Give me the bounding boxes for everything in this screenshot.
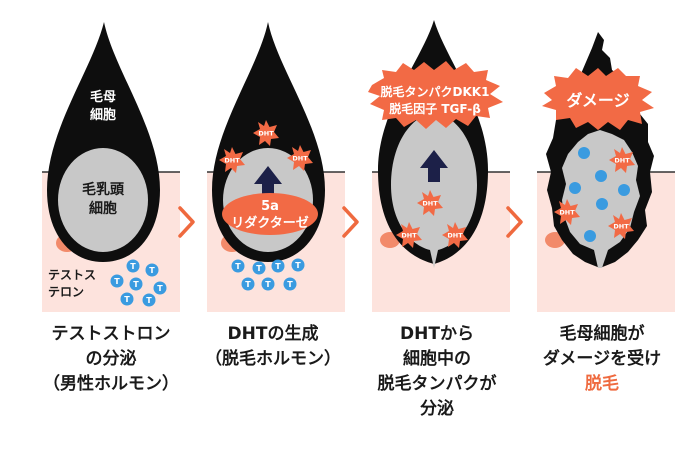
dht-star: DHT — [219, 147, 245, 173]
enzyme-badge — [222, 193, 318, 235]
damaged-cells-4 — [569, 147, 630, 242]
enzyme-label-a: 5a — [261, 199, 279, 214]
svg-text:DHT: DHT — [224, 157, 240, 165]
testosterone-dot: T — [120, 292, 134, 306]
testosterone-dot: T — [126, 259, 140, 273]
cell-dot — [578, 147, 590, 159]
svg-text:DHT: DHT — [292, 155, 308, 163]
svg-text:T: T — [130, 262, 136, 271]
cell-dot — [618, 184, 630, 196]
up-arrow-3 — [420, 150, 448, 182]
svg-text:T: T — [256, 264, 262, 273]
hair-matrix-label-1b: 細胞 — [90, 107, 116, 123]
svg-text:DHT: DHT — [614, 157, 630, 165]
testosterone-dot: T — [142, 293, 156, 307]
caption-4-line-1: 毛母細胞が — [559, 324, 645, 344]
caption-1-line-1: テストストロン — [51, 324, 171, 344]
separator-chevron-1 — [178, 206, 195, 238]
hair-matrix-label-1a: 毛母 — [90, 89, 116, 105]
svg-text:T: T — [157, 284, 163, 293]
burst-label-3a: 脱毛タンパクDKK1 — [381, 84, 490, 99]
burst-label-4: ダメージ — [566, 91, 629, 110]
svg-text:T: T — [149, 266, 155, 275]
svg-text:DHT: DHT — [401, 232, 417, 240]
dht-stars-4: DHT DHT DHT — [554, 147, 635, 239]
caption-1-line-2: の分泌 — [85, 349, 137, 369]
dermal-papilla-1 — [58, 148, 148, 252]
cell-dot — [584, 230, 596, 242]
svg-text:T: T — [124, 295, 130, 304]
caption-2-line-1: DHTの生成 — [227, 324, 319, 344]
svg-text:DHT: DHT — [559, 209, 575, 217]
caption-panel-1: テストストロン の分泌 （男性ホルモン） — [31, 322, 191, 397]
cell-dot — [569, 182, 581, 194]
up-arrow-2 — [254, 166, 282, 198]
testosterone-dot: T — [110, 274, 124, 288]
testosterone-label-a: テストス — [48, 268, 96, 282]
caption-panel-4: 毛母細胞が ダメージを受け 脱毛 — [522, 322, 682, 397]
svg-text:T: T — [245, 280, 251, 289]
testosterone-dot: T — [153, 281, 167, 295]
svg-text:DHT: DHT — [447, 232, 463, 240]
protein-burst: 脱毛タンパクDKK1 脱毛因子 TGF-β — [368, 61, 503, 129]
testosterone-dot: T — [271, 259, 285, 273]
caption-2-line-2: （脱毛ホルモン） — [205, 349, 341, 369]
papilla-label-1b: 細胞 — [89, 200, 117, 217]
separator-chevron-2 — [342, 206, 359, 238]
caption-4-line-2: ダメージを受け — [542, 349, 662, 369]
svg-text:T: T — [295, 261, 301, 270]
svg-text:T: T — [133, 280, 139, 289]
burst-label-3b: 脱毛因子 TGF-β — [389, 101, 481, 116]
dht-star: DHT — [554, 199, 580, 225]
dht-star: DHT — [608, 213, 634, 239]
dht-star: DHT — [442, 222, 468, 248]
caption-3-line-2: 細胞中の — [403, 349, 471, 369]
dht-star: DHT — [287, 145, 313, 171]
caption-3-line-1: DHTから — [400, 324, 474, 344]
testosterone-dot: T — [231, 259, 245, 273]
caption-4-highlight: 脱毛 — [585, 374, 619, 394]
dht-star: DHT — [253, 120, 279, 146]
caption-3-line-4: 分泌 — [420, 399, 454, 419]
testosterone-dots-1: T T T T T T T — [110, 259, 167, 307]
svg-text:T: T — [265, 280, 271, 289]
testosterone-dot: T — [261, 277, 275, 291]
caption-3-line-3: 脱毛タンパクが — [377, 374, 497, 394]
papilla-label-1a: 毛乳頭 — [82, 181, 125, 198]
svg-text:DHT: DHT — [258, 130, 274, 138]
testosterone-dots-2: T T T T T T T — [231, 258, 305, 291]
burst-shape-3 — [368, 61, 503, 129]
cell-dot — [595, 170, 607, 182]
testosterone-dot: T — [145, 263, 159, 277]
testosterone-dot: T — [129, 277, 143, 291]
svg-text:DHT: DHT — [422, 200, 438, 208]
cell-dot — [596, 198, 608, 210]
caption-panel-3: DHTから 細胞中の 脱毛タンパクが 分泌 — [357, 322, 517, 422]
testosterone-dot: T — [252, 261, 266, 275]
svg-text:DHT: DHT — [613, 223, 629, 231]
svg-text:T: T — [275, 262, 281, 271]
testosterone-label-b: テロン — [48, 285, 84, 299]
enzyme-label-b: リダクターゼ — [231, 215, 308, 231]
testosterone-dot: T — [291, 258, 305, 272]
svg-text:T: T — [235, 262, 241, 271]
svg-text:T: T — [287, 280, 293, 289]
dht-star: DHT — [417, 190, 443, 216]
dht-star: DHT — [396, 222, 422, 248]
caption-1-line-3: （男性ホルモン） — [43, 374, 179, 394]
testosterone-dot: T — [241, 277, 255, 291]
caption-panel-2: DHTの生成 （脱毛ホルモン） — [193, 322, 353, 372]
svg-text:T: T — [114, 277, 120, 286]
dht-stars-3: DHT DHT DHT — [396, 190, 468, 248]
svg-text:T: T — [146, 296, 152, 305]
testosterone-dot: T — [283, 277, 297, 291]
dht-stars-2: DHT DHT DHT — [219, 120, 313, 173]
separator-chevron-3 — [506, 206, 523, 238]
damage-burst: ダメージ — [542, 68, 654, 130]
burst-shape-4 — [542, 68, 654, 130]
dht-star: DHT — [609, 147, 635, 173]
